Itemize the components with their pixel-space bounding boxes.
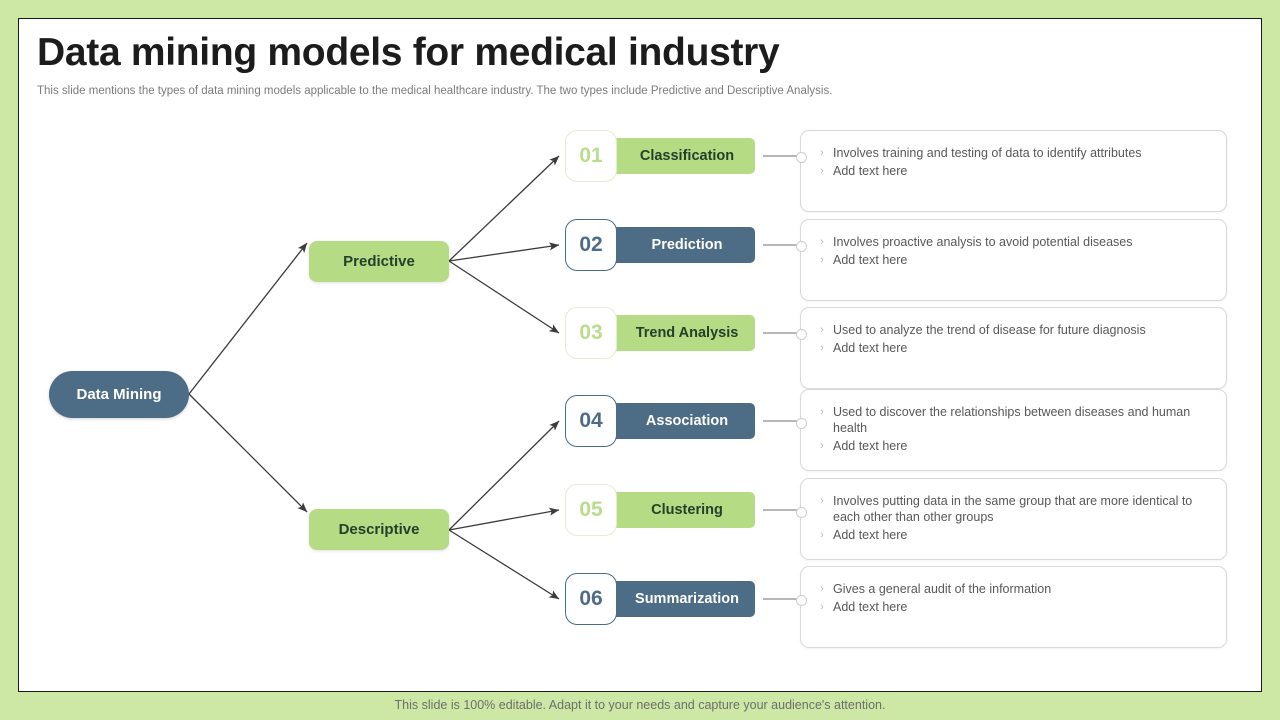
- chevron-right-icon: ›: [820, 601, 824, 613]
- badge-04[interactable]: 04: [565, 395, 617, 447]
- chevron-right-icon: ›: [820, 254, 824, 266]
- connector-dot-03: [796, 329, 807, 340]
- chevron-right-icon: ›: [820, 583, 824, 595]
- badge-number: 05: [579, 498, 603, 521]
- bullet-text: Involves putting data in the same group …: [833, 494, 1193, 524]
- bullet-text: Add text here: [833, 528, 908, 542]
- chevron-right-icon: ›: [820, 529, 824, 541]
- chevron-right-icon: ›: [820, 147, 824, 159]
- branch-node-label: Predictive: [343, 253, 415, 270]
- bullet-item: › Add text here: [811, 599, 1210, 615]
- bullet-item: › Involves training and testing of data …: [811, 145, 1210, 161]
- model-label-bar-03[interactable]: Trend Analysis: [603, 315, 755, 351]
- slide-card: Data mining models for medical industry …: [18, 18, 1262, 692]
- chevron-right-icon: ›: [820, 165, 824, 177]
- bullet-item: › Involves proactive analysis to avoid p…: [811, 234, 1210, 250]
- bullet-text: Add text here: [833, 439, 908, 453]
- description-box-06: › Gives a general audit of the informati…: [796, 566, 1227, 648]
- model-row-02: 02 Prediction: [565, 219, 765, 271]
- badge-02[interactable]: 02: [565, 219, 617, 271]
- bullet-text: Gives a general audit of the information: [833, 582, 1052, 596]
- bullet-item: › Used to analyze the trend of disease f…: [811, 322, 1210, 338]
- model-label-bar-04[interactable]: Association: [603, 403, 755, 439]
- model-label: Prediction: [651, 237, 723, 253]
- model-label-bar-06[interactable]: Summarization: [603, 581, 755, 617]
- bullet-text: Involves training and testing of data to…: [833, 146, 1142, 160]
- chevron-right-icon: ›: [820, 236, 824, 248]
- page-title: Data mining models for medical industry: [37, 31, 780, 74]
- root-node-data-mining[interactable]: Data Mining: [49, 371, 189, 418]
- model-label-bar-02[interactable]: Prediction: [603, 227, 755, 263]
- description-box-01: › Involves training and testing of data …: [796, 130, 1227, 212]
- bullet-text: Add text here: [833, 341, 908, 355]
- bullet-text: Used to analyze the trend of disease for…: [833, 323, 1146, 337]
- branch-node-descriptive[interactable]: Descriptive: [309, 509, 449, 550]
- branch-node-label: Descriptive: [338, 521, 420, 538]
- badge-03[interactable]: 03: [565, 307, 617, 359]
- connector-dot-02: [796, 241, 807, 252]
- badge-06[interactable]: 06: [565, 573, 617, 625]
- bullet-text: Add text here: [833, 164, 908, 178]
- model-row-01: 01 Classification: [565, 130, 765, 182]
- badge-number: 01: [579, 144, 603, 167]
- branch-node-predictive[interactable]: Predictive: [309, 241, 449, 282]
- model-label: Trend Analysis: [635, 325, 739, 341]
- badge-number: 02: [579, 233, 603, 256]
- model-label: Clustering: [651, 502, 723, 518]
- badge-05[interactable]: 05: [565, 484, 617, 536]
- description-box-02: › Involves proactive analysis to avoid p…: [796, 219, 1227, 301]
- slide-footer: This slide is 100% editable. Adapt it to…: [394, 698, 886, 712]
- bullet-text: Add text here: [833, 600, 908, 614]
- model-label: Summarization: [635, 591, 739, 607]
- bullet-text: Add text here: [833, 253, 908, 267]
- model-label: Association: [645, 413, 729, 429]
- model-label-bar-01[interactable]: Classification: [603, 138, 755, 174]
- description-box-03: › Used to analyze the trend of disease f…: [796, 307, 1227, 389]
- badge-number: 03: [579, 321, 603, 344]
- badge-number: 06: [579, 587, 603, 610]
- page-subtitle: This slide mentions the types of data mi…: [37, 85, 833, 97]
- model-row-05: 05 Clustering: [565, 484, 765, 536]
- bullet-text: Used to discover the relationships betwe…: [833, 405, 1191, 435]
- connector-dot-05: [796, 507, 807, 518]
- bullet-item: › Add text here: [811, 340, 1210, 356]
- bullet-item: › Add text here: [811, 527, 1210, 543]
- model-row-04: 04 Association: [565, 395, 765, 447]
- model-label-bar-05[interactable]: Clustering: [603, 492, 755, 528]
- chevron-right-icon: ›: [820, 406, 824, 418]
- chevron-right-icon: ›: [820, 342, 824, 354]
- connector-dot-04: [796, 418, 807, 429]
- bullet-item: › Add text here: [811, 163, 1210, 179]
- chevron-right-icon: ›: [820, 324, 824, 336]
- bullet-item: › Gives a general audit of the informati…: [811, 581, 1210, 597]
- chevron-right-icon: ›: [820, 495, 824, 507]
- badge-01[interactable]: 01: [565, 130, 617, 182]
- root-node-label: Data Mining: [76, 386, 162, 403]
- bullet-item: › Involves putting data in the same grou…: [811, 493, 1210, 525]
- bullet-text: Involves proactive analysis to avoid pot…: [833, 235, 1133, 249]
- model-row-03: 03 Trend Analysis: [565, 307, 765, 359]
- description-box-04: › Used to discover the relationships bet…: [796, 389, 1227, 471]
- bullet-item: › Used to discover the relationships bet…: [811, 404, 1210, 436]
- bullet-item: › Add text here: [811, 438, 1210, 454]
- connector-dot-01: [796, 152, 807, 163]
- model-row-06: 06 Summarization: [565, 573, 765, 625]
- model-label: Classification: [639, 148, 735, 164]
- badge-number: 04: [579, 409, 603, 432]
- chevron-right-icon: ›: [820, 440, 824, 452]
- diagram-edges: [188, 155, 801, 600]
- description-box-05: › Involves putting data in the same grou…: [796, 478, 1227, 560]
- diagram-canvas: Data Mining Predictive Descriptive 01 Cl…: [19, 19, 1263, 693]
- bullet-item: › Add text here: [811, 252, 1210, 268]
- connector-dot-06: [796, 595, 807, 606]
